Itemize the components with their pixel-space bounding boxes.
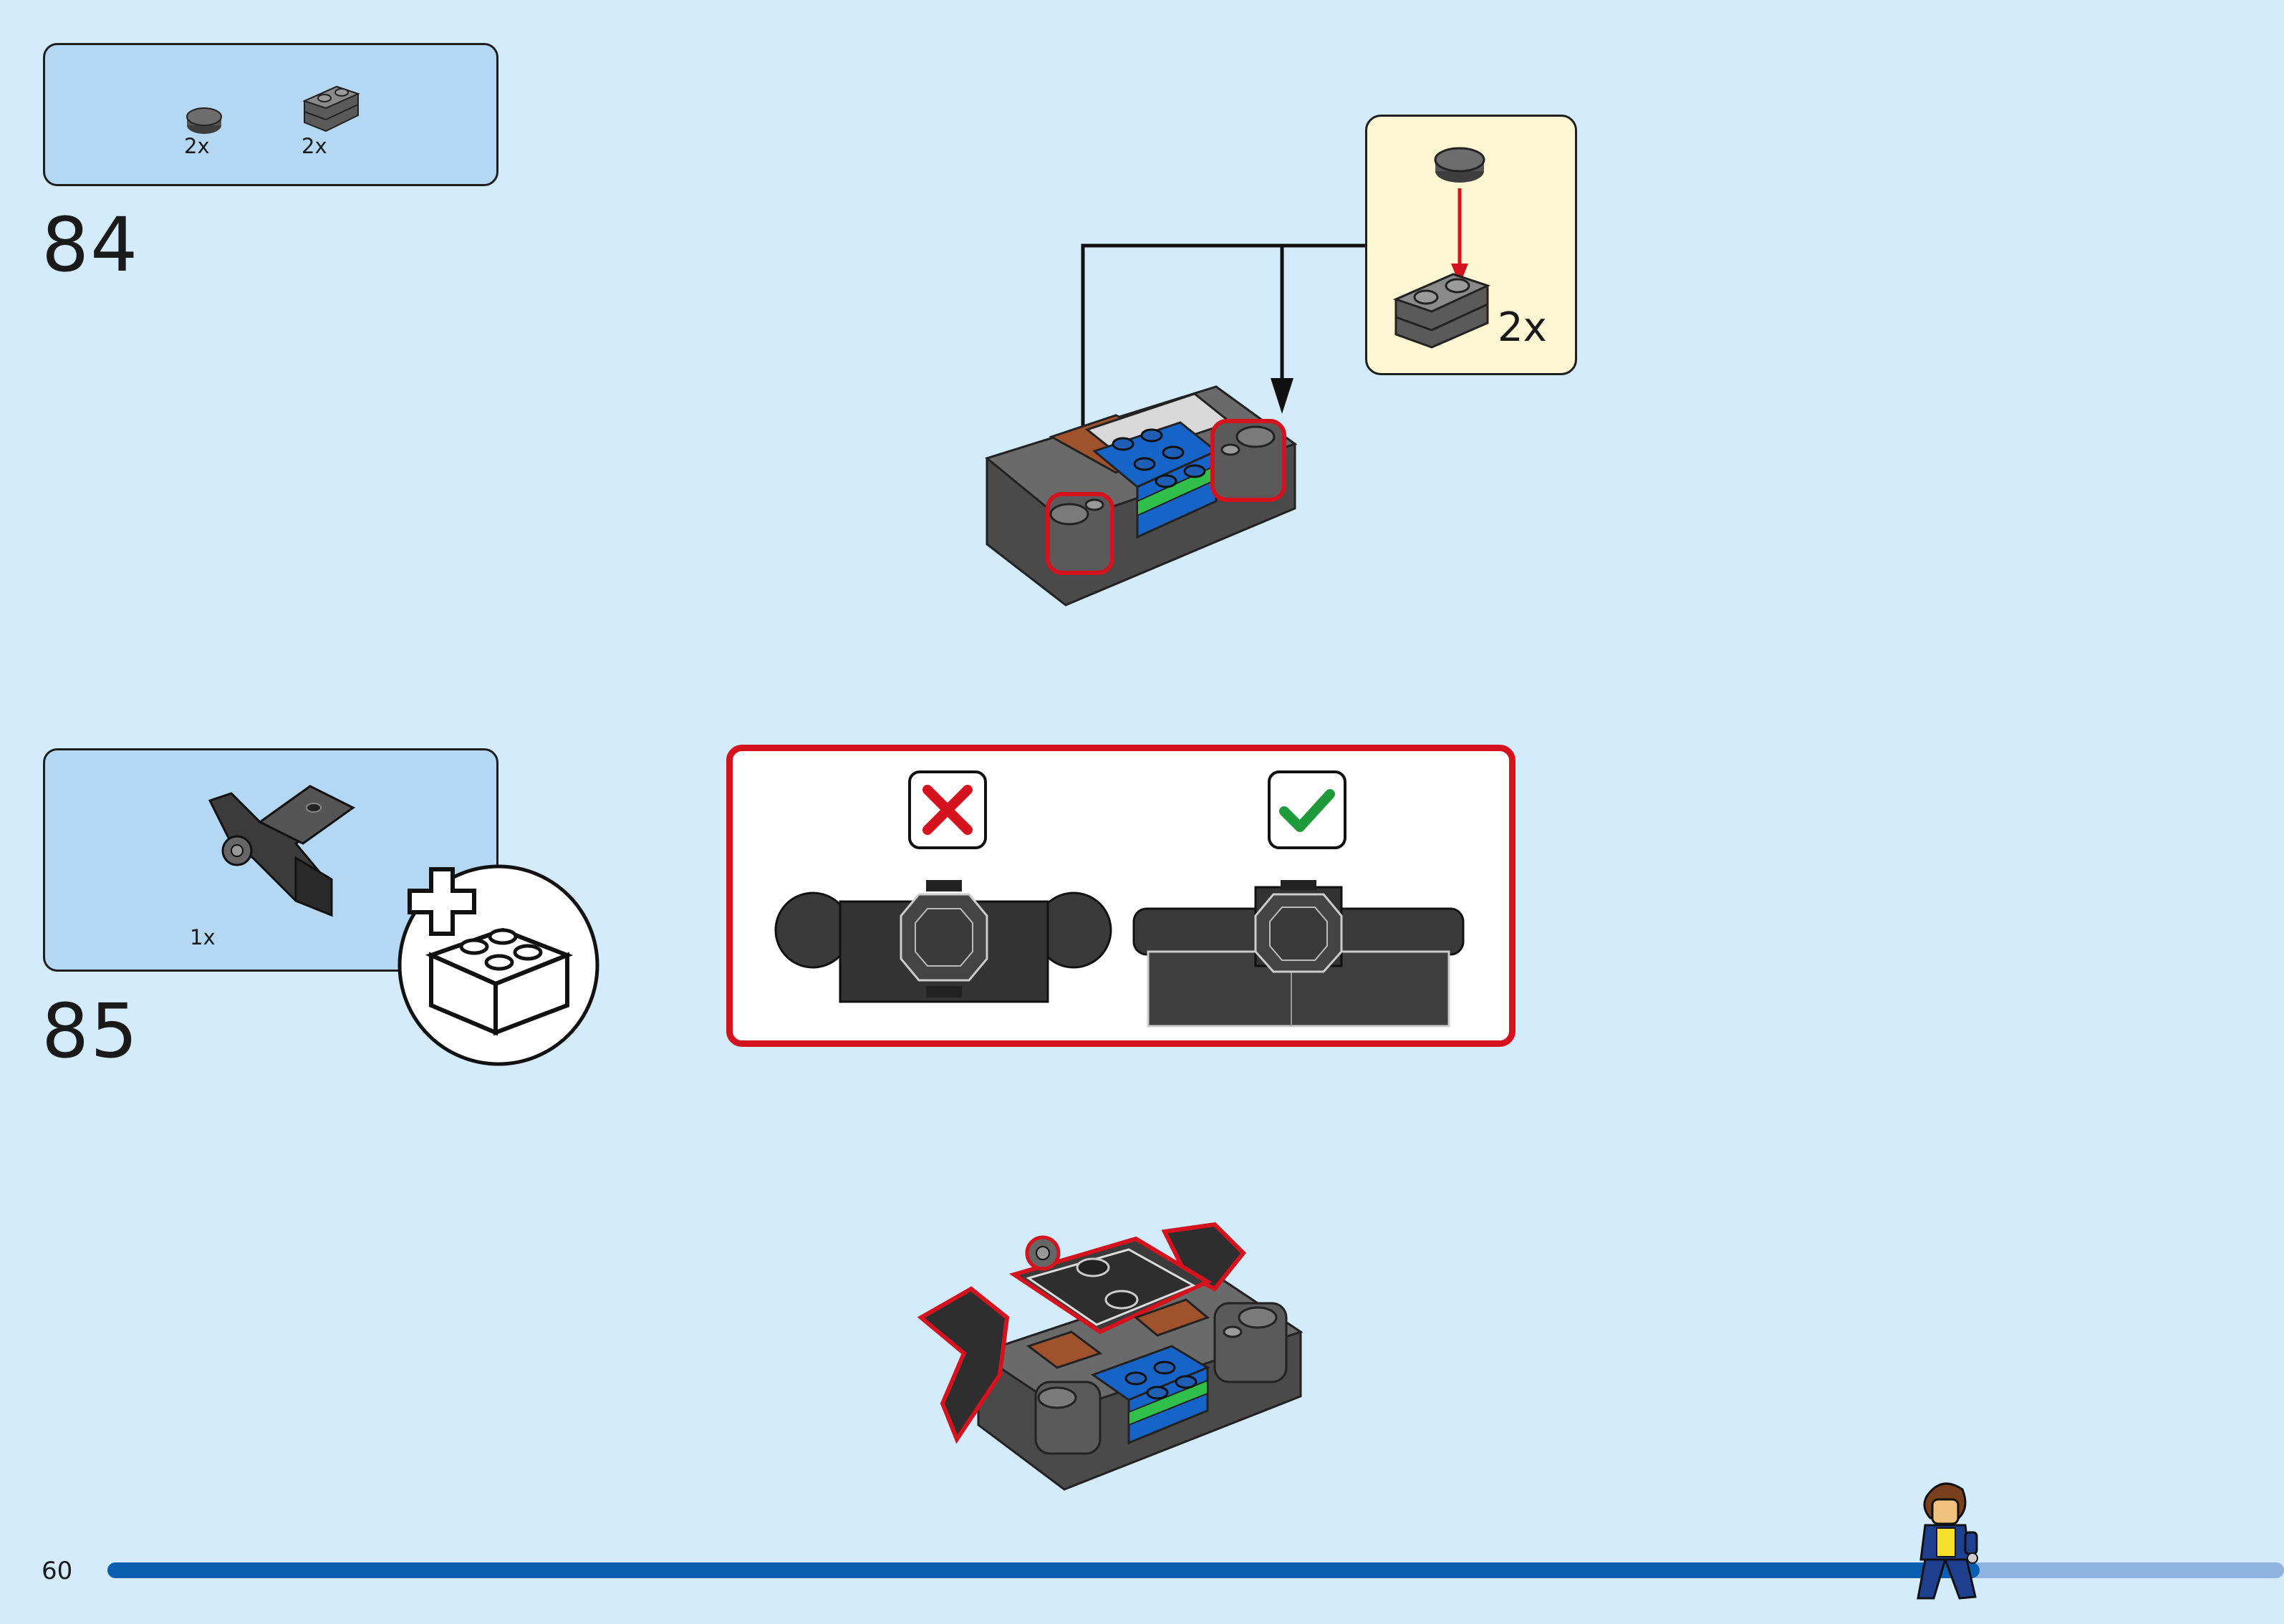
new-brick-plus-icon (397, 864, 599, 1066)
step-85-model-illustration (917, 1222, 1304, 1491)
green-check-icon (1268, 770, 1346, 849)
progress-bar-fill (107, 1562, 1980, 1578)
red-x-icon (908, 770, 987, 849)
part-qty: 1x (190, 925, 216, 949)
step-number: 84 (42, 201, 140, 289)
progress-bar (107, 1562, 2284, 1578)
wrong-orientation-illustration (774, 880, 1112, 1003)
plate-with-pin-hole-icon (1392, 273, 1491, 349)
callout-qty: 2x (1498, 304, 1547, 351)
step-number: 85 (42, 987, 140, 1075)
correct-orientation-illustration (1132, 880, 1465, 1028)
minifigure-progress-marker-icon (1917, 1482, 1978, 1600)
round-tile-1x1-icon (1434, 147, 1485, 183)
orientation-comparison-box (726, 745, 1516, 1047)
step-84-model-illustration (984, 385, 1298, 606)
step-84-parts-list: 2x 2x (43, 43, 498, 186)
sub-assembly-callout: 2x (1365, 115, 1577, 375)
round-tile-1x1-icon (186, 107, 222, 134)
wing-bracket-icon (208, 785, 356, 917)
page-number: 60 (42, 1557, 73, 1585)
down-arrow-icon (1451, 188, 1468, 285)
plate-with-pin-hole-icon (302, 85, 360, 132)
part-qty: 2x (184, 134, 210, 158)
part-qty: 2x (302, 134, 327, 158)
